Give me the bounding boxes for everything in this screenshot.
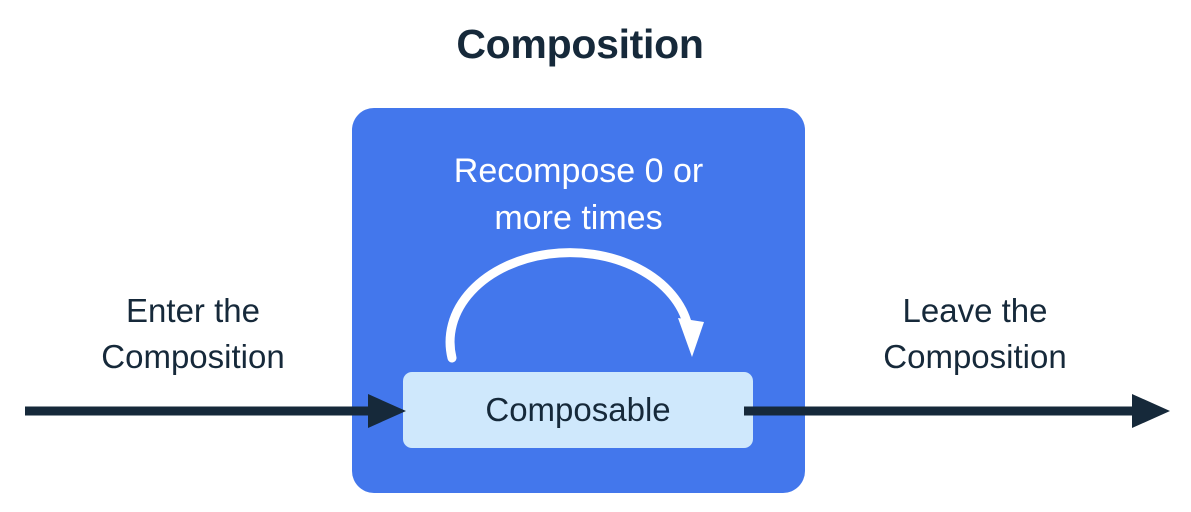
enter-caption-line-1: Enter the (126, 292, 260, 329)
leave-caption-line-1: Leave the (902, 292, 1048, 329)
leave-caption-line-2: Composition (883, 338, 1067, 375)
recompose-caption-line-2: more times (494, 199, 663, 237)
leave-flow-arrow-icon (744, 394, 1170, 428)
recompose-caption-line-1: Recompose 0 or (453, 152, 704, 190)
composable-node-label: Composable (485, 391, 671, 428)
enter-caption-line-2: Composition (101, 338, 285, 375)
composable-node[interactable]: Composable (403, 372, 753, 448)
enter-composition-caption: Enter the Composition (38, 288, 348, 380)
curved-loop-arrow-icon (445, 248, 704, 363)
enter-flow-arrow-icon (25, 394, 406, 428)
page-title: Composition (456, 21, 704, 67)
recompose-caption: Recompose 0 or more times (372, 148, 785, 242)
leave-composition-caption: Leave the Composition (820, 288, 1130, 380)
